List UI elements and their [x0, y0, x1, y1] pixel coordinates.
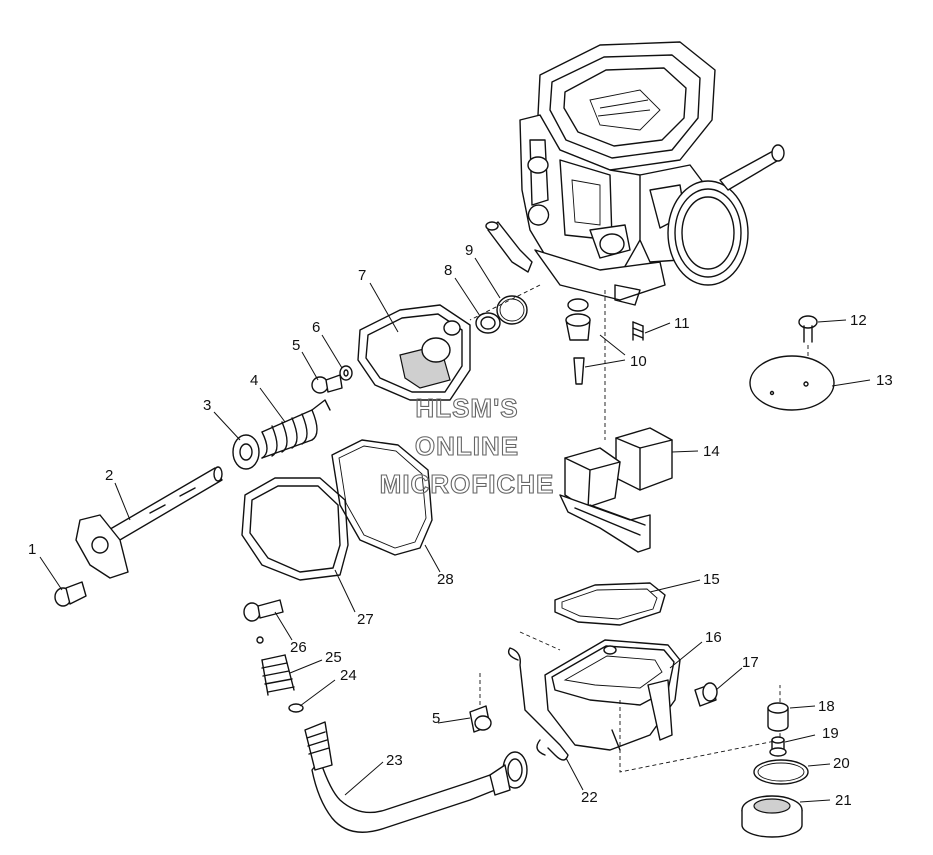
label-17: 17	[742, 654, 759, 671]
part-24-spring-seat	[288, 703, 304, 713]
part-3-washer	[232, 434, 260, 470]
label-11: 11	[674, 315, 690, 332]
label-5-lower: 5	[432, 710, 440, 727]
watermark-line-2: ONLINE	[415, 431, 519, 461]
label-7: 7	[358, 267, 366, 284]
label-8: 8	[444, 262, 452, 279]
label-9: 9	[465, 242, 473, 259]
label-15: 15	[703, 571, 720, 588]
part-4-spring	[261, 399, 331, 459]
part-20-oring	[753, 759, 809, 785]
part-21-plug	[741, 795, 803, 838]
part-11-screw	[632, 321, 644, 341]
label-1: 1	[28, 541, 36, 558]
part-15-gasket	[554, 582, 666, 626]
label-3: 3	[203, 397, 211, 414]
part-10-needle-valve	[565, 298, 591, 385]
label-22: 22	[581, 789, 598, 806]
part-8-ring	[475, 312, 501, 334]
label-5: 5	[292, 337, 300, 354]
leader-lines	[39, 257, 871, 803]
part-27-cover	[241, 477, 349, 581]
label-18: 18	[818, 698, 835, 715]
label-19: 19	[822, 725, 839, 742]
label-6: 6	[312, 319, 320, 336]
part-5-screw-lower	[469, 670, 492, 733]
label-16: 16	[705, 629, 722, 646]
label-10: 10	[630, 353, 647, 370]
label-21: 21	[835, 792, 852, 809]
label-27: 27	[357, 611, 374, 628]
part-9-oring	[496, 295, 528, 325]
callout-labels: 1 2 3 4 5 6 7 8 9 10 11 12 13 14 15 16 1…	[28, 242, 893, 809]
label-24: 24	[340, 667, 357, 684]
part-25-spring	[256, 636, 295, 696]
label-4: 4	[250, 372, 258, 389]
part-28-gasket	[331, 439, 433, 556]
part-2-shaft	[75, 466, 223, 579]
part-17-plug	[694, 682, 718, 707]
label-13: 13	[876, 372, 893, 389]
watermark-line-1: HLSM'S	[415, 393, 518, 423]
label-14: 14	[703, 443, 720, 460]
part-14-float	[559, 427, 673, 553]
part-26-screw	[243, 599, 284, 622]
carburetor-body	[485, 41, 785, 306]
part-6-washer	[339, 365, 353, 381]
label-23: 23	[386, 752, 403, 769]
label-28: 28	[437, 571, 454, 588]
part-7-cover	[357, 304, 471, 401]
part-5-screw-upper	[311, 374, 343, 394]
part-12-screw	[798, 315, 818, 343]
part-18-cap	[767, 702, 789, 732]
part-1-screw	[54, 581, 87, 607]
label-12: 12	[850, 312, 867, 329]
label-20: 20	[833, 755, 850, 772]
label-25: 25	[325, 649, 342, 666]
watermark: HLSM'S ONLINE MICROFICHE	[379, 392, 555, 499]
part-16-float-bowl	[544, 639, 681, 751]
label-26: 26	[290, 639, 307, 656]
part-23-cable	[304, 721, 528, 833]
label-2: 2	[105, 467, 113, 484]
part-13-plate	[749, 355, 835, 411]
watermark-line-3: MICROFICHE	[380, 469, 555, 499]
part-22-clip	[507, 647, 569, 761]
part-19-screw	[769, 736, 787, 757]
